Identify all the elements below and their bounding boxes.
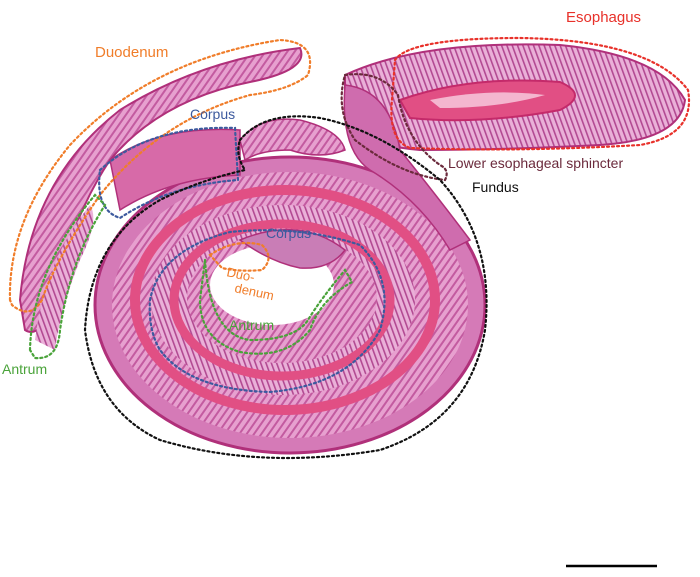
fundus-fold	[239, 118, 346, 162]
label-duodenum-outer: Duodenum	[95, 44, 168, 61]
duodenum-inner-outline	[208, 241, 270, 272]
esophagus-core	[430, 92, 545, 108]
label-duodenum-inner-line1: Duo-	[225, 264, 256, 285]
sphincter-outline	[340, 73, 448, 182]
stomach-ring-4	[169, 219, 395, 381]
label-antrum-inner: Antrum	[229, 317, 274, 333]
duodenum-outer-outline	[8, 38, 312, 313]
label-esophagus: Esophagus	[566, 9, 641, 26]
antrum-inner-outline	[198, 259, 354, 355]
corpus-inner-outline	[148, 229, 386, 394]
inner-fold	[238, 228, 347, 269]
region-labels: Esophagus Duodenum Corpus Lower esophage…	[2, 9, 641, 377]
label-corpus-upper: Corpus	[190, 106, 235, 122]
label-fundus: Fundus	[472, 179, 519, 195]
label-lower-esophageal-sphincter: Lower esophageal sphincter	[448, 155, 623, 171]
region-outlines	[8, 36, 691, 460]
fundus-outline	[83, 115, 488, 460]
tissue-section	[18, 43, 687, 455]
stomach-ring-2	[130, 185, 440, 415]
label-corpus-inner: Corpus	[266, 225, 311, 241]
antrum-strip	[35, 205, 94, 350]
antrum-outer-outline	[28, 193, 107, 360]
esophagus-outline	[390, 36, 691, 151]
label-antrum-outer: Antrum	[2, 361, 47, 377]
corpus-upper-outline	[98, 126, 240, 220]
